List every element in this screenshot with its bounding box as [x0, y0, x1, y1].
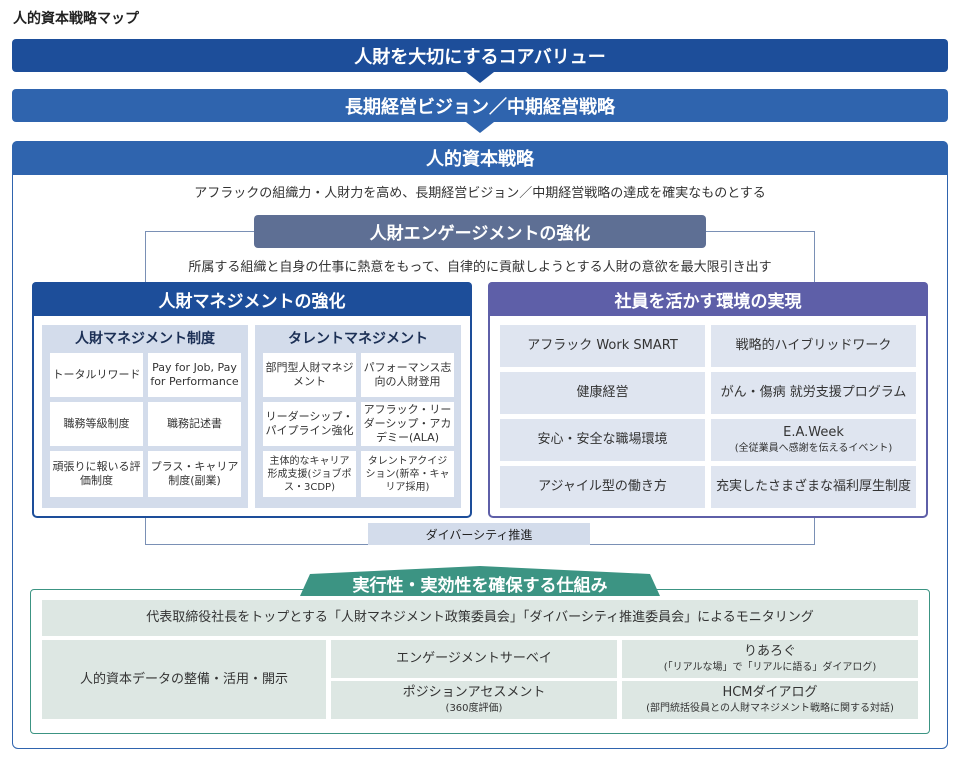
- monitoring-box: 代表取締役社長をトップとする「人財マネジメント政策委員会」「ダイバーシティ推進委…: [42, 600, 918, 636]
- environment-item: 安心・安全な職場環境: [500, 419, 705, 461]
- environment-item: E.A.Week(全従業員へ感謝を伝えるイベント): [711, 419, 916, 461]
- environment-item: アジャイル型の働き方: [500, 466, 705, 508]
- hr-system-item: Pay for Job, Pay for Performance: [148, 353, 241, 397]
- engagement-title: 人財エンゲージメントの強化: [254, 215, 706, 248]
- environment-item: アフラック Work SMART: [500, 325, 705, 367]
- talent-item: 主体的なキャリア形成支援(ジョブポス・3CDP): [263, 451, 356, 497]
- talent-item: アフラック・リーダーシップ・アカデミー(ALA): [361, 402, 454, 446]
- page-title: 人的資本戦略マップ: [13, 11, 139, 27]
- hr-system-item: 頑張りに報いる評価制度: [50, 451, 143, 497]
- environment-item: 健康経営: [500, 372, 705, 414]
- environment-title: 社員を活かす環境の実現: [488, 282, 928, 316]
- hr-system-title: 人財マネジメント制度: [75, 331, 215, 347]
- core-value-banner: 人財を大切にするコアバリュー: [12, 39, 948, 72]
- hr-system-item: 職務記述書: [148, 402, 241, 446]
- talent-item: タレントアクイジション(新卒・キャリア採用): [361, 451, 454, 497]
- down-arrow-icon: [466, 122, 494, 133]
- talent-title: タレントマネジメント: [288, 331, 428, 347]
- vision-banner: 長期経営ビジョン／中期経営戦略: [12, 89, 948, 122]
- hr-system-item: プラス・キャリア制度(副業): [148, 451, 241, 497]
- execution-title: 実行性・実効性を確保する仕組み: [352, 575, 608, 596]
- human-capital-title: 人的資本戦略: [12, 141, 948, 175]
- execution-header-shape: [300, 566, 660, 596]
- hcm-box: HCMダイアログ(部門統括役員との人財マネジメント戦略に関する対話): [622, 681, 918, 719]
- survey-box: エンゲージメントサーベイ: [331, 640, 617, 678]
- assessment-box: ポジションアセスメント(360度評価): [331, 681, 617, 719]
- environment-item: 充実したさまざまな福利厚生制度: [711, 466, 916, 508]
- hr-system-item: 職務等級制度: [50, 402, 143, 446]
- hr-system-item: トータルリワード: [50, 353, 143, 397]
- data-box: 人的資本データの整備・活用・開示: [42, 640, 326, 719]
- human-capital-description: アフラックの組織力・人財力を高め、長期経営ビジョン／中期経営戦略の達成を確実なも…: [194, 185, 766, 201]
- hr-management-title: 人財マネジメントの強化: [32, 282, 472, 316]
- down-arrow-icon: [466, 72, 494, 83]
- talent-item: 部門型人財マネジメント: [263, 353, 356, 397]
- diversity-label: ダイバーシティ推進: [368, 523, 590, 545]
- talent-item: パフォーマンス志向の人財登用: [361, 353, 454, 397]
- talent-item: リーダーシップ・パイプライン強化: [263, 402, 356, 446]
- rearogu-box: りあろぐ(「リアルな場」で「リアルに語る」ダイアログ): [622, 640, 918, 678]
- environment-item: がん・傷病 就労支援プログラム: [711, 372, 916, 414]
- engagement-description: 所属する組織と自身の仕事に熱意をもって、自律的に貢献しようとする人財の意欲を最大…: [188, 259, 772, 275]
- environment-item: 戦略的ハイブリッドワーク: [711, 325, 916, 367]
